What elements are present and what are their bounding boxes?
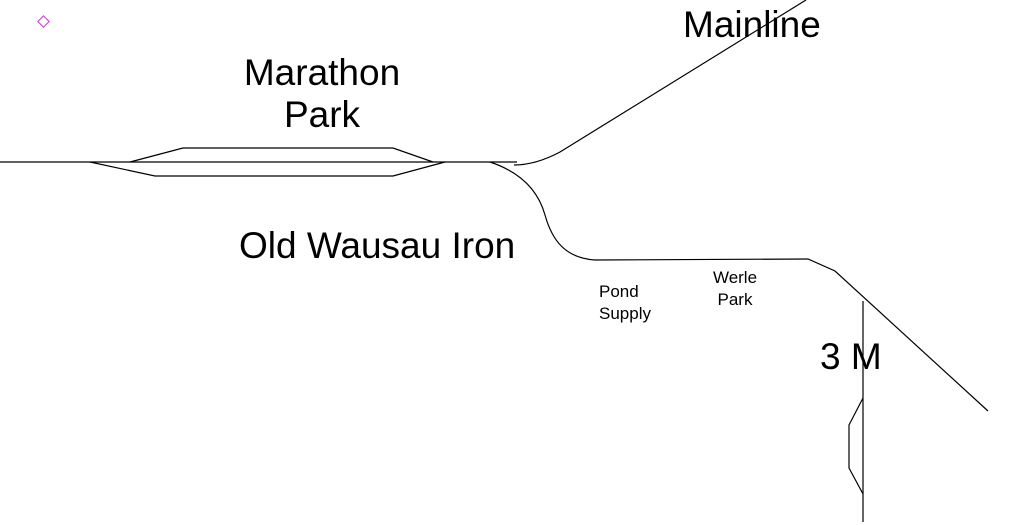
mainline-track (513, 0, 807, 166)
label-marathon-park-line1: Marathon (243, 52, 401, 93)
old-wausau-iron-branch (489, 161, 989, 412)
label-pond-supply: Pond Supply (599, 281, 651, 325)
marathon-park-lower-siding (89, 161, 446, 177)
label-pond-supply-line2: Supply (599, 304, 651, 323)
three-m-siding (848, 397, 864, 495)
label-pond-supply-line1: Pond (599, 282, 639, 301)
label-old-wausau-iron: Old Wausau Iron (239, 225, 516, 266)
label-werle-park-line2: Park (717, 290, 753, 309)
label-marathon-park: Marathon Park (239, 52, 405, 136)
label-werle-park: Werle Park (706, 267, 764, 311)
label-werle-park-line1: Werle (712, 268, 758, 287)
label-three-m: 3 M (820, 336, 882, 377)
label-mainline: Mainline (683, 4, 821, 45)
label-marathon-park-line2: Park (283, 94, 361, 135)
marathon-park-upper-siding (129, 147, 434, 163)
